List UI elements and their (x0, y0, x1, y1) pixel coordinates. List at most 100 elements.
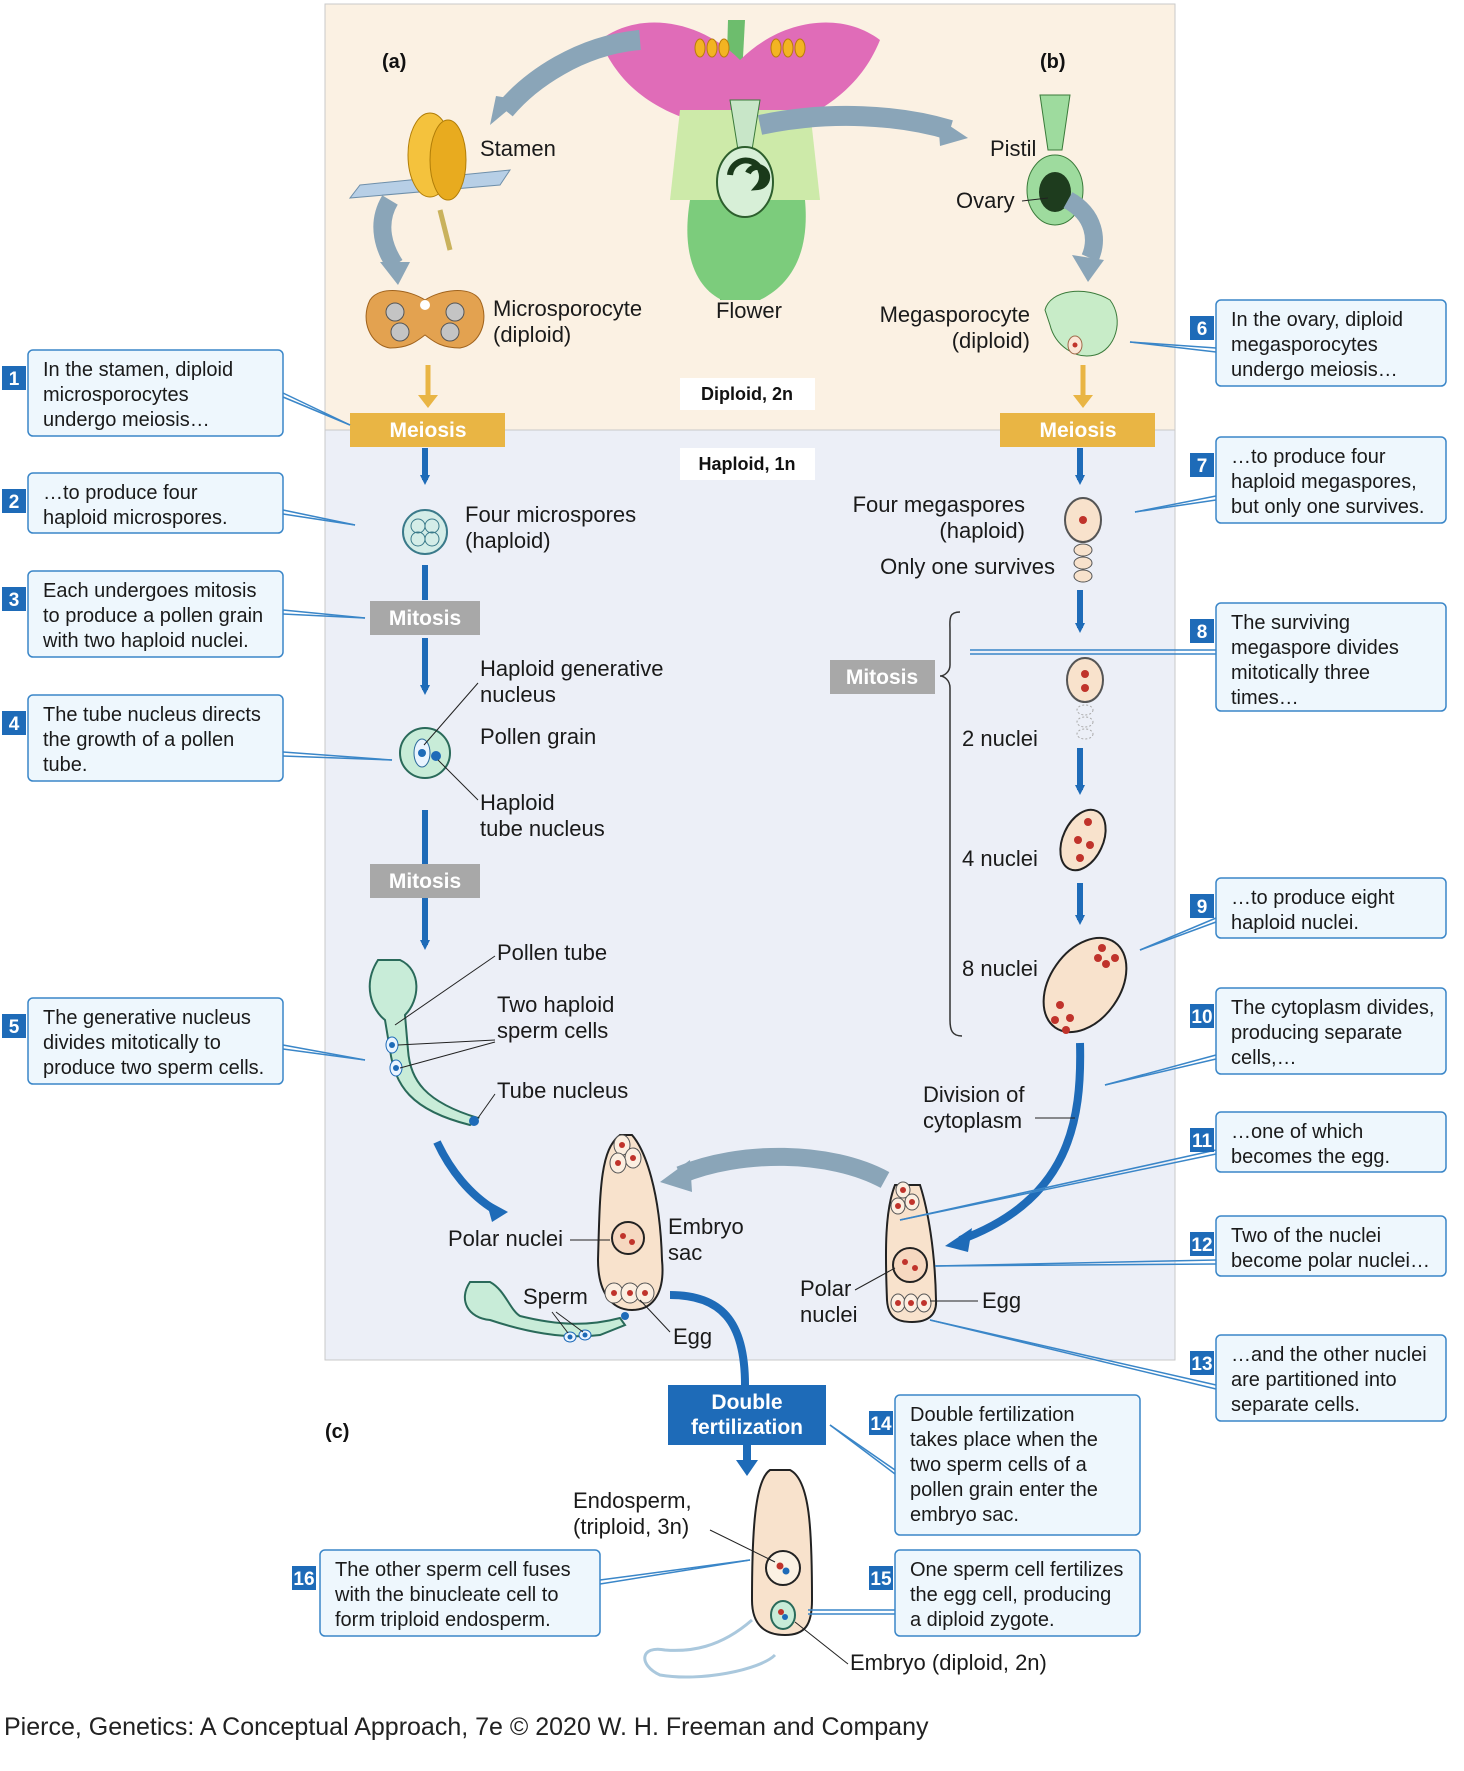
pollen-grain-label: Pollen grain (480, 724, 596, 749)
panel-label-c: (c) (325, 1421, 349, 1443)
tube-nucleus-leader (437, 759, 479, 801)
callout-text-line: two sperm cells of a (910, 1454, 1088, 1476)
callout-box (1215, 877, 1447, 939)
callout-box (27, 349, 284, 437)
meiosis-box-left (350, 413, 505, 447)
sperm-leader-b (555, 1311, 584, 1333)
callout-text-line: The other sperm cell fuses (335, 1559, 571, 1581)
two-sperm-label: Two haploid (497, 992, 614, 1017)
sperm-label: Sperm (523, 1284, 588, 1309)
callout-text-line: …and the other nuclei (1231, 1344, 1427, 1366)
mitosis-label-left-2: Mitosis (389, 870, 461, 893)
panel-label-b: (b) (1040, 51, 1066, 73)
callout-text-line: produce two sperm cells. (43, 1057, 264, 1079)
callout-text-line: form triploid endosperm. (335, 1609, 551, 1631)
callout-number-badge (1190, 453, 1214, 477)
two-nuclei-cell (1066, 657, 1104, 740)
embryo-sac-label: Embryo (668, 1214, 744, 1239)
callout-text-line: times… (1231, 687, 1299, 709)
callout-number-badge (869, 1566, 893, 1590)
ovary-label: Ovary (956, 188, 1015, 213)
arrow-ovary-down-head (1072, 255, 1104, 282)
mitosis-label-left-1: Mitosis (389, 607, 461, 630)
callout-text-line: …to produce four (1231, 446, 1386, 468)
egg-leader-center (639, 1299, 671, 1333)
tube-nucleus-label: Tube nucleus (497, 1078, 628, 1103)
callout-text-line: but only one survives. (1231, 496, 1424, 518)
callout-box (27, 694, 284, 782)
callout-text-line: The tube nucleus directs (43, 704, 261, 726)
callout-number: 10 (1191, 1007, 1212, 1028)
callout-number-badge (869, 1411, 893, 1435)
endosperm-triploid-label: (triploid, 3n) (573, 1514, 689, 1539)
callout-text-line: pollen grain enter the (910, 1479, 1098, 1501)
callout-box (1215, 299, 1447, 387)
four-megaspores-label: Four megaspores (853, 492, 1025, 517)
callout-text-line: The generative nucleus (43, 1007, 251, 1029)
double-fertilization-box (668, 1385, 826, 1445)
callout-number: 14 (870, 1414, 892, 1435)
callout-text-line: divides mitotically to (43, 1032, 221, 1054)
microsporocyte-label: Microsporocyte (493, 296, 642, 321)
mitosis-box-left-2 (370, 864, 480, 898)
four-megaspores-haploid-label: (haploid) (939, 518, 1025, 543)
callout-text-line: cells,… (1231, 1047, 1297, 1069)
four-nuclei-cell (1059, 808, 1107, 872)
arrow-head-pistil (938, 118, 968, 146)
callout-leaders (282, 341, 1217, 1615)
callout-number: 12 (1191, 1235, 1212, 1256)
callout-box (1215, 436, 1447, 524)
callout-box (1215, 1215, 1447, 1277)
callout-text-line: mitotically three (1231, 662, 1370, 684)
callout-text-line: …to produce eight (1231, 887, 1395, 909)
mitosis-box-right (830, 660, 935, 694)
callout-number-badge (2, 1014, 26, 1038)
callout-number: 16 (293, 1569, 314, 1590)
callout-number-badge (2, 711, 26, 735)
megasporocyte-label: Megasporocyte (880, 302, 1030, 327)
flower-label: Flower (716, 298, 782, 323)
callout-text-line: megasporocytes (1231, 334, 1378, 356)
callout-number: 13 (1191, 1354, 1212, 1375)
polar-leader-right (854, 1267, 896, 1291)
callout-number: 7 (1197, 456, 1208, 477)
arrow-ovary-down (1063, 192, 1103, 262)
callout-number-badge (2, 489, 26, 513)
callout-number-badge (1190, 619, 1214, 643)
callout-number: 9 (1197, 897, 1208, 918)
callout-box (1215, 987, 1447, 1075)
callout-text-line: the growth of a pollen (43, 729, 234, 751)
microsporocyte-illustration (365, 290, 485, 349)
haploid-label-box (680, 448, 815, 480)
tube-nucleus-haploid-label: Haploid (480, 790, 555, 815)
stamen-label: Stamen (480, 136, 556, 161)
generative-nucleus-label: Haploid generative (480, 656, 663, 681)
division-label: Division of (923, 1082, 1025, 1107)
mitosis-label-right: Mitosis (846, 666, 918, 689)
callout-text-line: become polar nuclei… (1231, 1250, 1430, 1272)
two-nuclei-label: 2 nuclei (962, 726, 1038, 751)
only-one-survives-label: Only one survives (880, 554, 1055, 579)
two-sperm-label-2: sperm cells (497, 1018, 608, 1043)
callout-number: 11 (1192, 1131, 1213, 1152)
megaspores-illustration (1064, 497, 1102, 583)
diploid-label: Diploid, 2n (701, 384, 793, 404)
callout-text-line: with the binucleate cell to (334, 1584, 558, 1606)
fertilization-arrow-2-head (736, 1460, 758, 1476)
fertilization-arrow (669, 1291, 749, 1386)
meiosis-box-right (1000, 413, 1155, 447)
callout-text-line: In the ovary, diploid (1231, 309, 1403, 331)
egg-label-right: Egg (982, 1288, 1021, 1313)
callout-text-line: takes place when the (910, 1429, 1098, 1451)
tube-nucleus-haploid-label-2: tube nucleus (480, 816, 605, 841)
